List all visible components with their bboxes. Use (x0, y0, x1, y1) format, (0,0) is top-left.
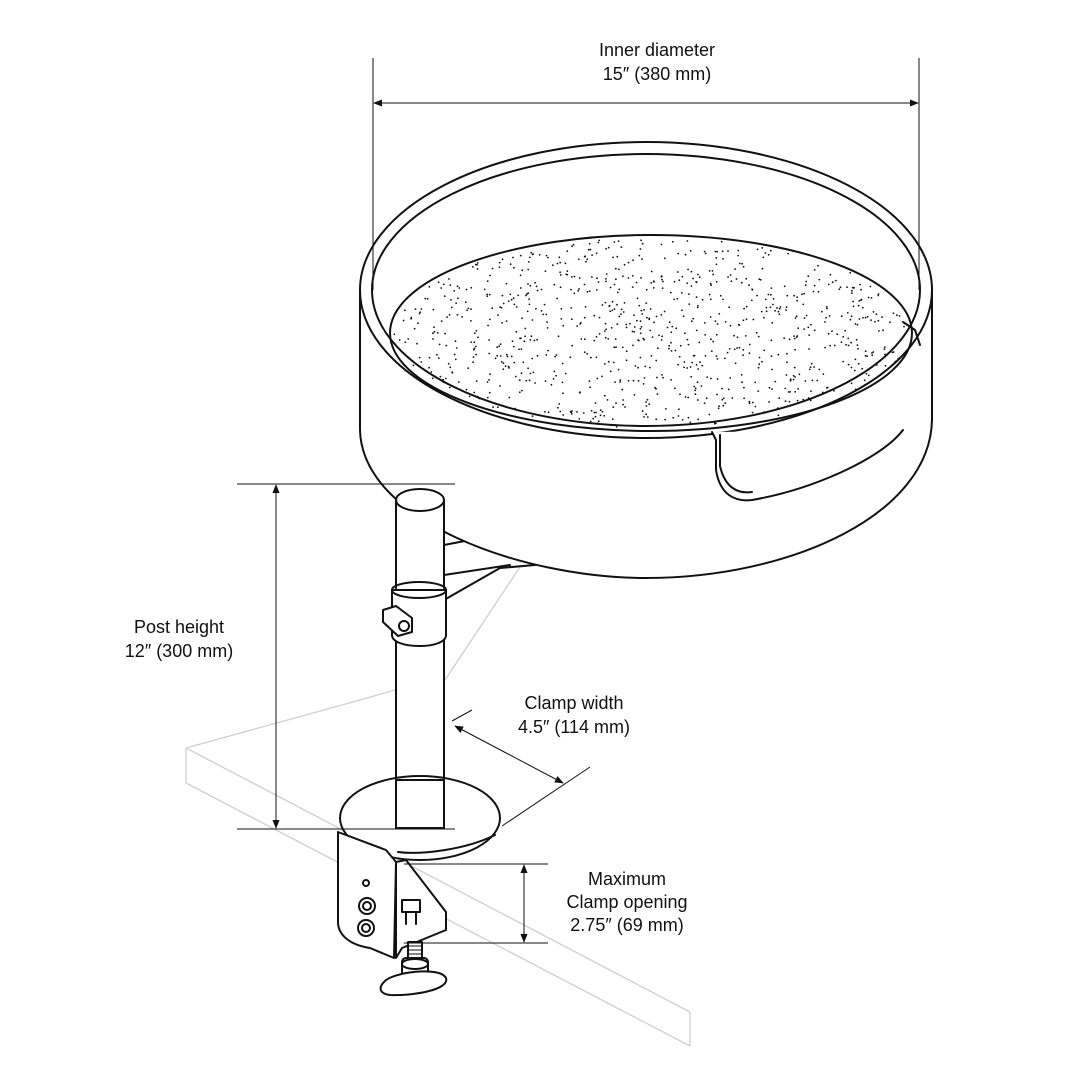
dimension-clamp-opening: Maximum Clamp opening 2.75″ (69 mm) (404, 863, 688, 944)
clamp-opening-label-line2: Clamp opening (566, 892, 687, 912)
dimension-post-height: Post height 12″ (300 mm) (125, 483, 455, 830)
dimension-inner-diameter: Inner diameter 15″ (380 mm) (372, 40, 920, 290)
inner-diameter-value: 15″ (380 mm) (603, 64, 711, 84)
inner-diameter-label: Inner diameter (599, 40, 715, 60)
post-height-label: Post height (134, 617, 224, 637)
clamp-opening-value: 2.75″ (69 mm) (570, 915, 683, 935)
clamp-width-label: Clamp width (524, 693, 623, 713)
tray-floor-texture (393, 239, 905, 428)
post-height-value: 12″ (300 mm) (125, 641, 233, 661)
tray (359, 141, 933, 579)
post-collar (382, 581, 447, 647)
clamp-body (337, 831, 496, 959)
dimension-clamp-width: Clamp width 4.5″ (114 mm) (451, 693, 630, 827)
clamp-opening-label-line1: Maximum (588, 869, 666, 889)
post (395, 488, 445, 829)
clamp-base-disc (339, 775, 501, 861)
clamp-width-value: 4.5″ (114 mm) (518, 717, 630, 737)
clamp-screw-knob (379, 941, 448, 997)
